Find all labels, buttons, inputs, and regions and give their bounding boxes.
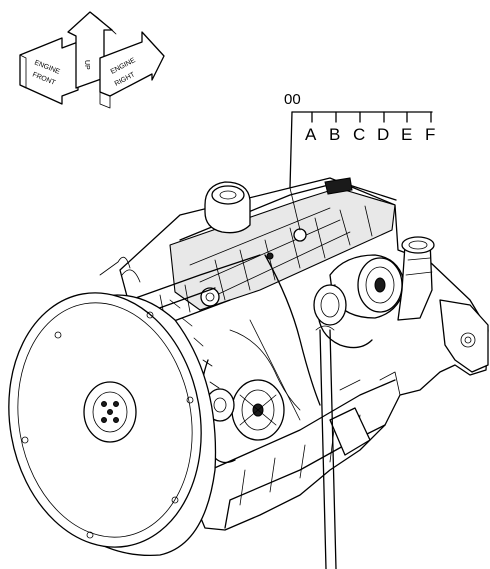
engine-front-arrow: ENGINE FRONT — [19, 37, 79, 105]
dipstick-tube — [315, 325, 337, 569]
engine-right-arrow: ENGINE RIGHT — [99, 31, 165, 109]
variant-label-a: A — [305, 125, 317, 144]
flywheel-housing — [8, 292, 220, 557]
up-label: UP — [83, 60, 90, 70]
callout-reference: 00 — [284, 91, 301, 108]
variant-label-e: E — [401, 125, 412, 144]
variant-label-d: D — [377, 125, 389, 144]
callout: 00 A B C D E F — [284, 91, 435, 189]
variant-label-c: C — [353, 125, 365, 144]
valve-cover — [169, 187, 396, 311]
thermostat-housing — [204, 181, 251, 234]
orientation-arrows-icon: ENGINE FRONT UP ENGINE RIGHT — [19, 11, 165, 109]
variant-label-f: F — [425, 125, 435, 144]
turbocharger — [313, 254, 406, 349]
variant-label-b: B — [329, 125, 340, 144]
exhaust-elbow — [397, 236, 435, 321]
engine-illustration — [8, 177, 489, 569]
engine-mount-right — [439, 299, 489, 373]
alternator — [231, 379, 285, 441]
